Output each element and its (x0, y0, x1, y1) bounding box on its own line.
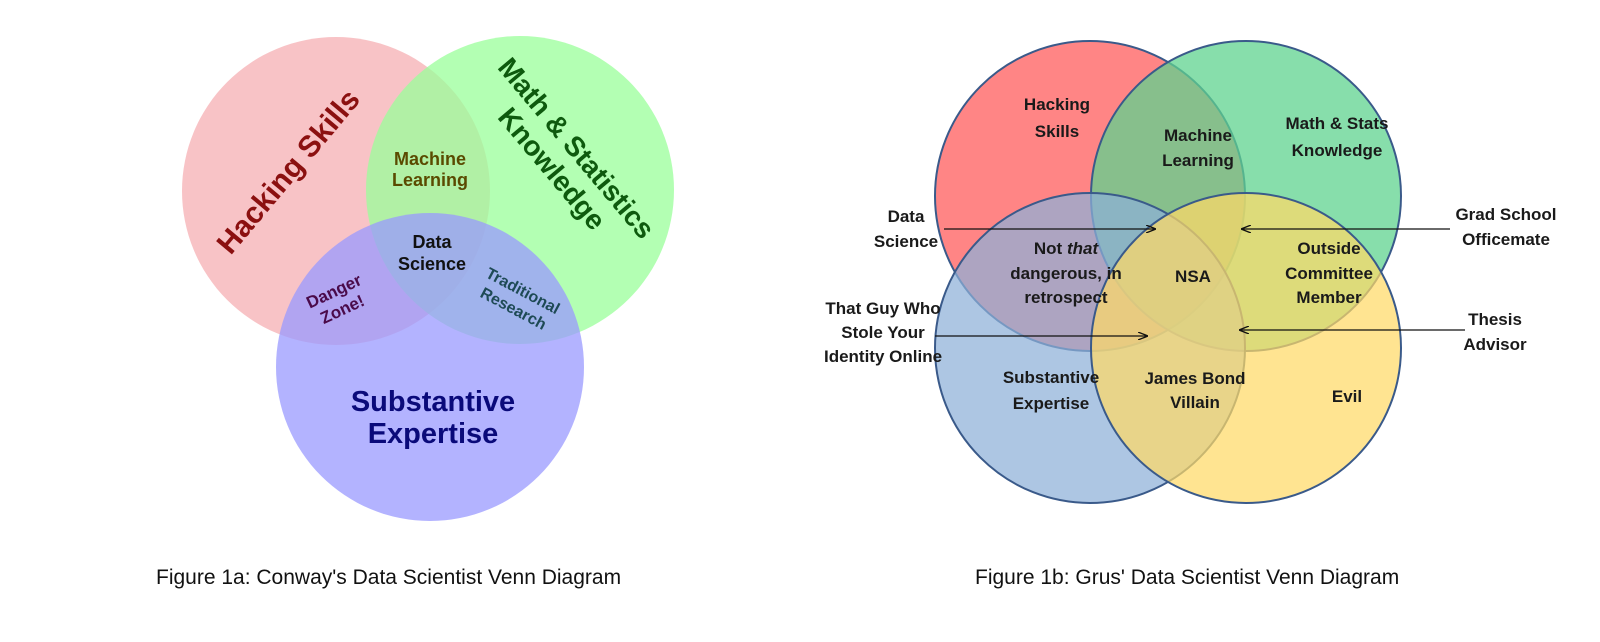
label-evil-b: Evil (1332, 387, 1362, 406)
label-hacking-line2-b: Skills (1035, 122, 1079, 141)
label-outside-line3-b: Member (1296, 288, 1362, 307)
figure-b-grus-venn: Hacking Skills Math & Stats Knowledge Su… (824, 40, 1557, 504)
label-math-line2-b: Knowledge (1292, 141, 1383, 160)
label-outside-line2-b: Committee (1285, 264, 1373, 283)
caption-figure-1a: Figure 1a: Conway's Data Scientist Venn … (156, 566, 622, 589)
label-notthat-line2-b: dangerous, in (1010, 264, 1121, 283)
label-expertise-line2-b: Expertise (1013, 394, 1090, 413)
callout-ds-line2: Science (874, 232, 938, 251)
callout-guy-line2: Stole Your (841, 323, 925, 342)
label-expertise-line1: Substantive (351, 386, 515, 418)
label-notthat-line1-b: Not that (1034, 239, 1100, 258)
callout-ds-line1: Data (888, 207, 925, 226)
callout-guy-line1: That Guy Who (825, 299, 940, 318)
circle-substantive-expertise (276, 213, 584, 521)
label-outside-line1-b: Outside (1297, 239, 1360, 258)
callout-guy-line3: Identity Online (824, 347, 942, 366)
figure-a-conway-venn: Hacking Skills Math & Statistics Knowled… (182, 36, 674, 521)
callout-thesis-line2: Advisor (1463, 335, 1527, 354)
label-math-line1-b: Math & Stats (1286, 114, 1389, 133)
label-bond-line1-b: James Bond (1144, 369, 1245, 388)
label-ml-line1-b: Machine (1164, 126, 1232, 145)
circle-evil-b (1090, 192, 1402, 504)
label-ds-line1: Data (412, 232, 452, 252)
label-expertise-line2: Expertise (368, 418, 499, 450)
label-bond-line2-b: Villain (1170, 393, 1220, 412)
label-ds-line2: Science (398, 254, 466, 274)
callout-grad-line2: Officemate (1462, 230, 1550, 249)
label-ml-line1: Machine (394, 149, 466, 169)
caption-figure-1b: Figure 1b: Grus' Data Scientist Venn Dia… (975, 566, 1400, 589)
label-ml-line2-b: Learning (1162, 151, 1234, 170)
label-nsa-b: NSA (1175, 267, 1211, 286)
label-notthat-prefix: Not (1034, 239, 1067, 258)
label-expertise-line1-b: Substantive (1003, 368, 1099, 387)
label-notthat-line3-b: retrospect (1024, 288, 1107, 307)
label-hacking-line1-b: Hacking (1024, 95, 1090, 114)
label-ml-line2: Learning (392, 170, 468, 190)
callout-thesis-line1: Thesis (1468, 310, 1522, 329)
label-notthat-emph: that (1067, 239, 1100, 258)
callout-grad-line1: Grad School (1455, 205, 1556, 224)
